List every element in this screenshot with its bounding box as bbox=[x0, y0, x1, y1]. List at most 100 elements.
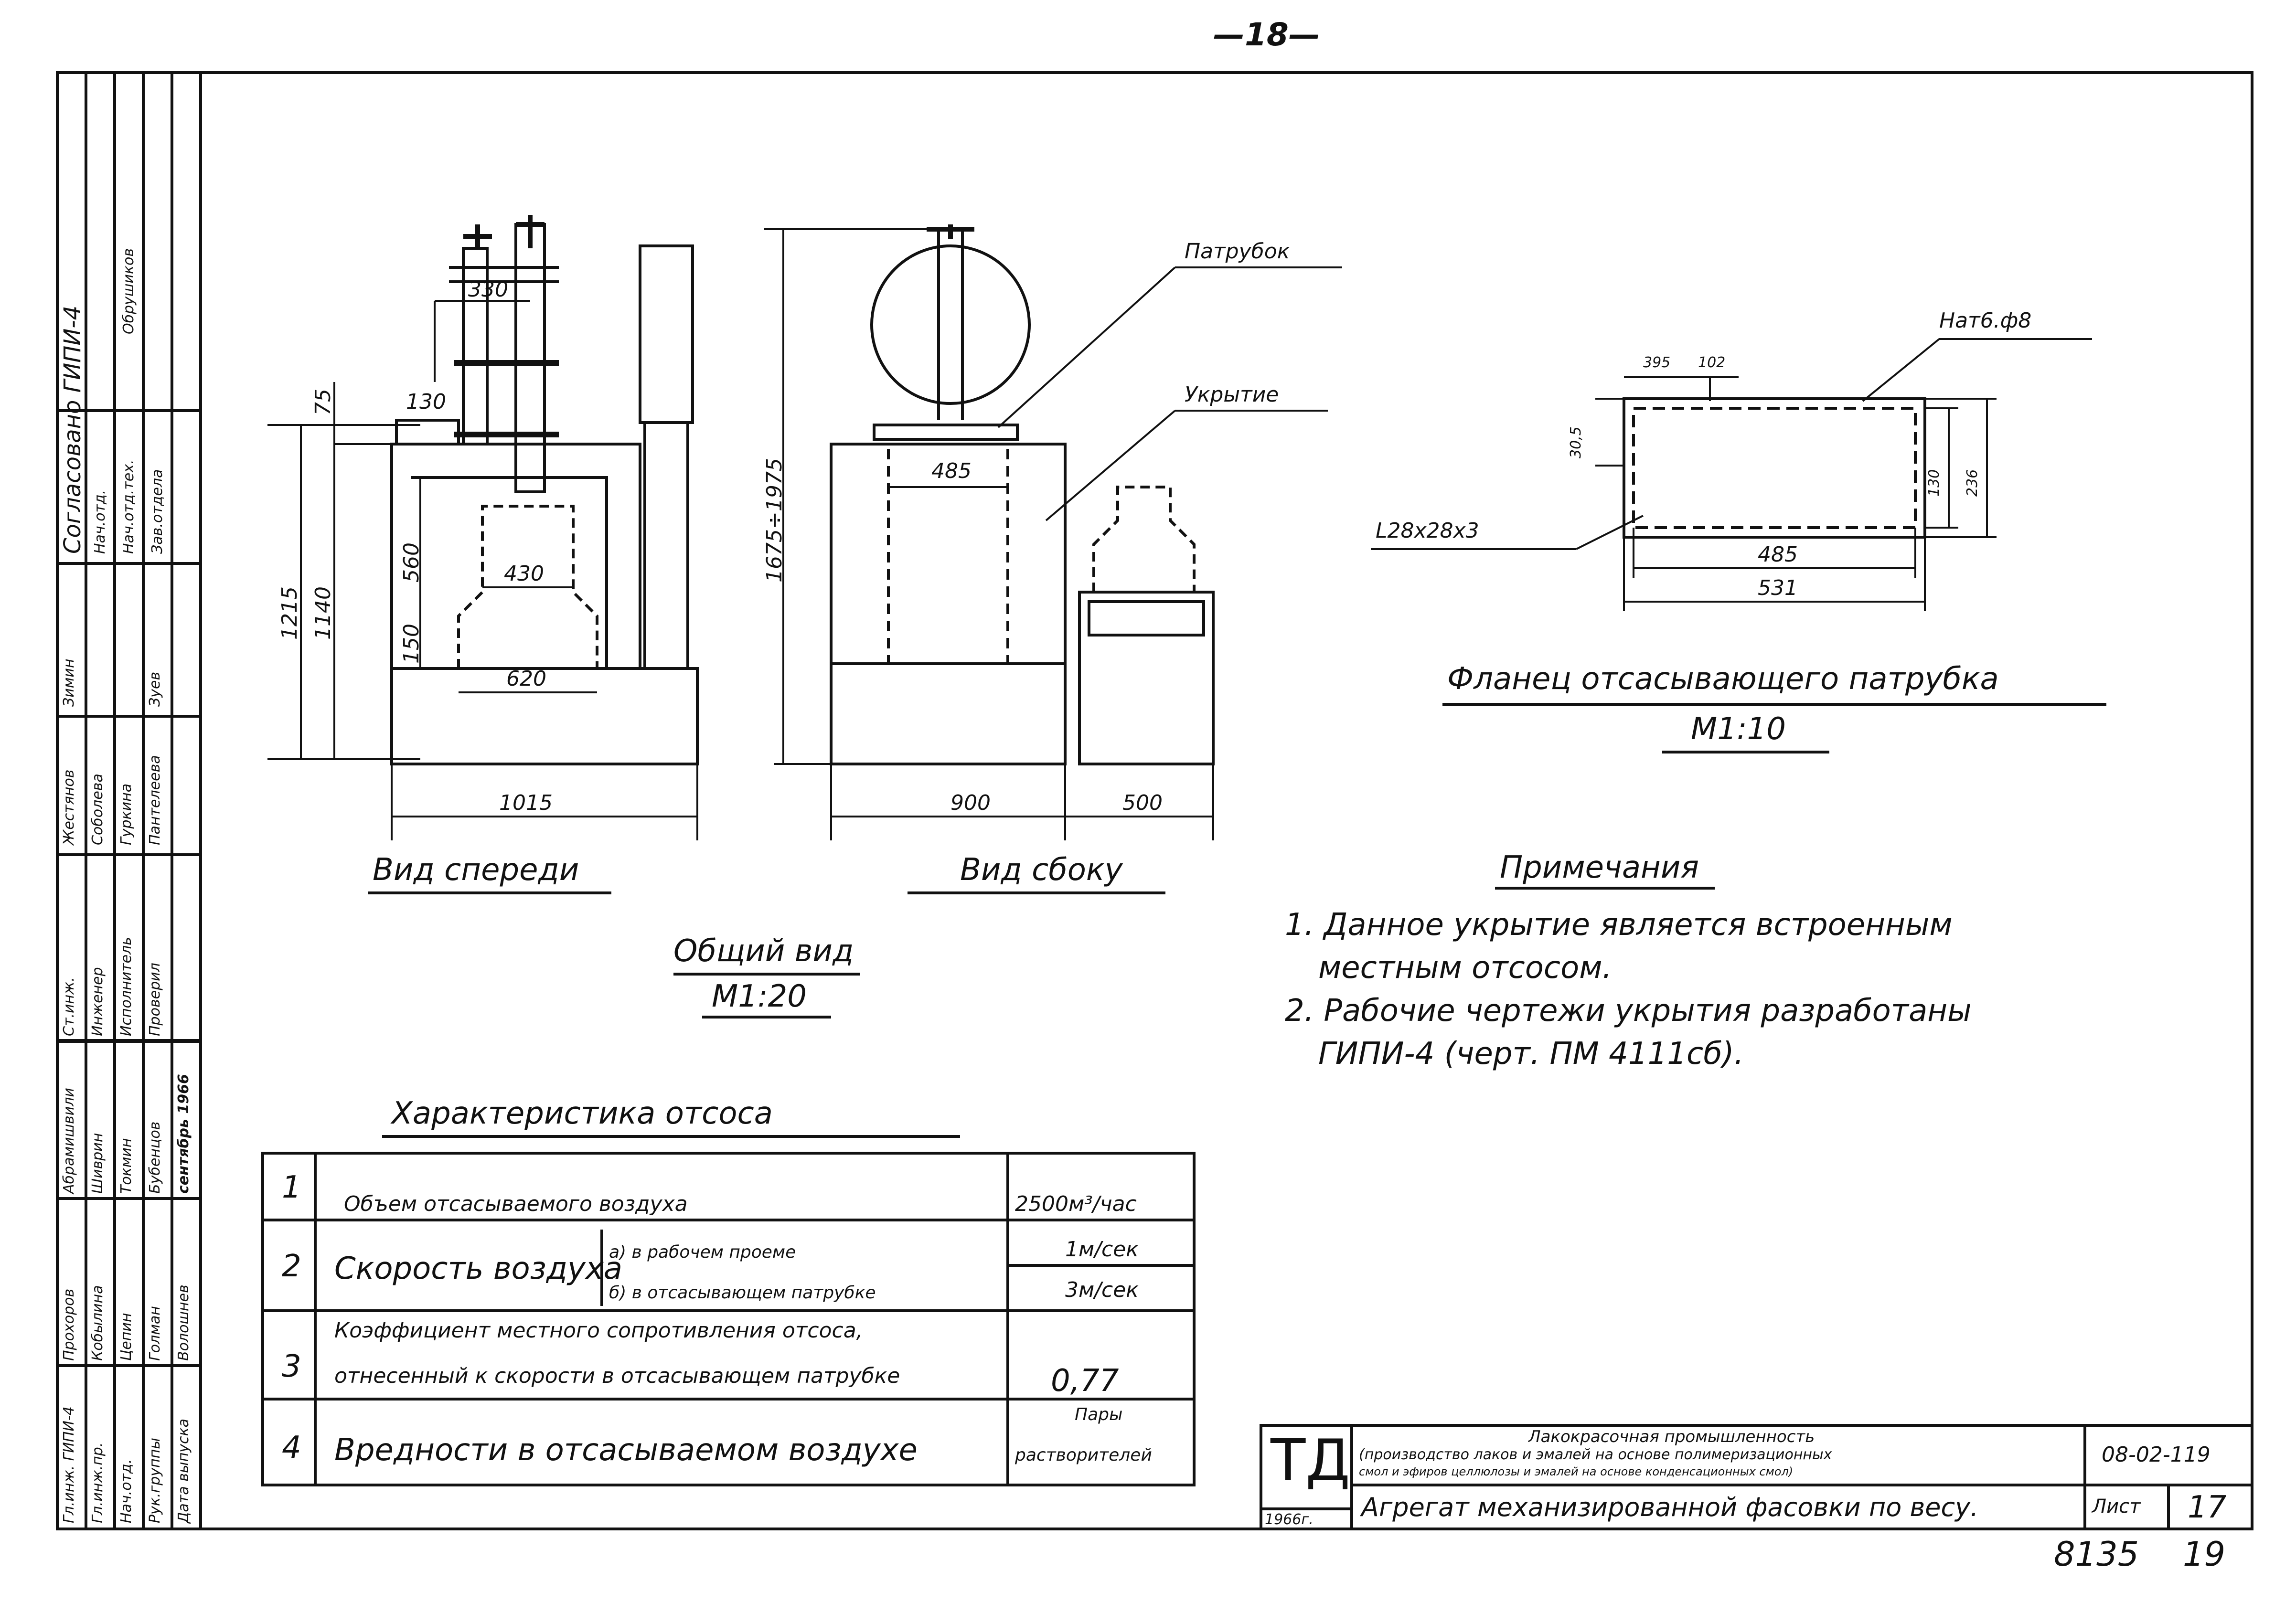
sidebar-name-8: Волошнев bbox=[175, 1284, 192, 1361]
flange-dim-531: 531 bbox=[1758, 576, 1798, 600]
char-row-1-name: Объем отсасываемого воздуха bbox=[344, 1192, 688, 1216]
sidebar-frame bbox=[56, 71, 202, 1530]
footer-page-index: 19 bbox=[2183, 1535, 2226, 1574]
title-block-logo: ТД bbox=[1271, 1428, 1351, 1494]
sidebar-name-0: Жестянов bbox=[61, 769, 77, 845]
title-block-doc-code: 08-02-119 bbox=[2102, 1443, 2211, 1467]
sidebar-line-2: Обрушиков bbox=[120, 248, 137, 334]
title-block-title: Агрегат механизированной фасовки по весу… bbox=[1361, 1492, 1979, 1522]
general-view-scale: М1:20 bbox=[712, 979, 807, 1014]
sidebar-line-0: Нач.отд. bbox=[92, 489, 108, 554]
side-view-caption: Вид сбоку bbox=[960, 852, 1123, 888]
side-dim-height: 1675÷1975 bbox=[762, 458, 787, 583]
front-dim-1140: 1140 bbox=[311, 586, 335, 640]
side-label-cover: Укрытие bbox=[1185, 382, 1279, 407]
flange-scale: М1:10 bbox=[1691, 711, 1786, 747]
front-dim-430: 430 bbox=[504, 562, 544, 586]
side-dim-900: 900 bbox=[950, 791, 991, 815]
sidebar-role-8: Дата выпуска bbox=[175, 1419, 192, 1523]
front-dim-330: 330 bbox=[468, 277, 508, 302]
flange-dim-485: 485 bbox=[1758, 542, 1798, 567]
flange-dim-130: 130 bbox=[1926, 469, 1943, 497]
sidebar-line-3: Зав.отдела bbox=[149, 469, 166, 554]
sidebar-signature-2: Бубенцов bbox=[147, 1121, 163, 1194]
note-line-0: 1. Данное укрытие является встроенным bbox=[1285, 907, 1953, 943]
char-row-4-value-b: растворителей bbox=[1015, 1445, 1152, 1465]
char-row-2-name: Скорость воздуха bbox=[334, 1251, 622, 1286]
sidebar-release-date: сентябрь 1966 bbox=[175, 1074, 192, 1194]
char-row-4-name: Вредности в отсасываемом воздухе bbox=[334, 1432, 918, 1468]
sidebar-role-7: Рук.группы bbox=[147, 1438, 163, 1523]
char-row-4-num: 4 bbox=[282, 1430, 301, 1465]
sidebar-name-4: Прохоров bbox=[61, 1288, 77, 1361]
front-dim-620: 620 bbox=[506, 667, 546, 691]
note-line-1: местным отсосом. bbox=[1318, 950, 1612, 986]
title-block-sheet-label: Лист bbox=[2092, 1496, 2141, 1517]
title-block-industry-2: (производство лаков и эмалей на основе п… bbox=[1359, 1446, 1832, 1463]
flange-drawing bbox=[1371, 338, 2092, 611]
char-row-2-value-b: 3м/сек bbox=[1065, 1278, 1139, 1302]
sidebar-role-6: Гл.инж.пр. bbox=[89, 1442, 106, 1523]
flange-dim-236: 236 bbox=[1964, 469, 1981, 497]
char-row-3-value: 0,77 bbox=[1051, 1363, 1119, 1399]
sidebar-name-10: Токмин bbox=[118, 1138, 135, 1194]
characteristics-title: Характеристика отсоса bbox=[392, 1096, 773, 1131]
front-dim-1015: 1015 bbox=[499, 791, 553, 815]
front-dim-130: 130 bbox=[406, 390, 446, 414]
sidebar-signature-1: Шиврин bbox=[89, 1133, 106, 1194]
title-block-grid bbox=[1260, 1424, 2253, 1530]
flange-dim-395: 395 bbox=[1643, 354, 1671, 371]
sidebar-role-5: Нач.отд. bbox=[118, 1459, 135, 1523]
sidebar-name-5: Кобылина bbox=[89, 1285, 106, 1361]
front-dim-560: 560 bbox=[399, 542, 424, 583]
char-row-2-sub-b: б) в отсасывающем патрубке bbox=[609, 1283, 876, 1303]
flange-title: Фланец отсасывающего патрубка bbox=[1447, 661, 1999, 697]
char-row-1-value: 2500м³/час bbox=[1015, 1192, 1137, 1216]
front-view-drawing bbox=[267, 215, 699, 840]
general-view-title: Общий вид bbox=[673, 934, 854, 969]
sidebar-role-0: Гл.инж. ГИПИ-4 bbox=[61, 1406, 77, 1523]
char-row-3-name2: отнесенный к скорости в отсасывающем пат… bbox=[334, 1364, 900, 1388]
notes-title: Примечания bbox=[1500, 850, 1699, 885]
front-view-caption: Вид спереди bbox=[373, 852, 579, 888]
side-view-drawing bbox=[764, 224, 1342, 840]
footer-archive-number: 8135 bbox=[2054, 1535, 2139, 1574]
char-row-2-num: 2 bbox=[282, 1249, 301, 1284]
sidebar-name-7: Голман bbox=[147, 1306, 163, 1361]
front-dim-75: 75 bbox=[311, 389, 335, 415]
char-row-4-value-a: Пары bbox=[1075, 1405, 1123, 1424]
sidebar-name-9: Зимин bbox=[61, 658, 77, 707]
page-number: —18— bbox=[1213, 16, 1320, 53]
sidebar-name-1: Соболева bbox=[89, 774, 106, 845]
side-dim-500: 500 bbox=[1122, 791, 1163, 815]
sidebar-role-2: Инженер bbox=[89, 967, 106, 1036]
char-row-3-num: 3 bbox=[282, 1349, 301, 1384]
char-row-1-num: 1 bbox=[282, 1170, 301, 1205]
sidebar-name-3: Пантелеева bbox=[147, 755, 163, 845]
flange-angle-label: L28x28x3 bbox=[1376, 519, 1479, 543]
sidebar-signature-0: Абрамишвили bbox=[61, 1088, 77, 1194]
note-line-3: ГИПИ-4 (черт. ПМ 4111сб). bbox=[1318, 1036, 1744, 1072]
sidebar-role-3: Исполнитель bbox=[118, 937, 135, 1036]
side-dim-485: 485 bbox=[931, 459, 972, 483]
characteristics-table-grid bbox=[261, 1152, 1196, 1486]
sidebar-role-4: Проверил bbox=[147, 963, 163, 1036]
sidebar-name-2: Гуркина bbox=[118, 783, 135, 845]
sidebar-line-1: Нач.отд.тех. bbox=[120, 459, 137, 554]
char-row-2-value-a: 1м/сек bbox=[1065, 1237, 1139, 1262]
sidebar-agreed-header: Согласовано ГИПИ-4 bbox=[59, 305, 86, 554]
side-label-branch: Патрубок bbox=[1185, 239, 1290, 264]
char-row-2-sub-a: а) в рабочем проеме bbox=[609, 1242, 796, 1262]
note-line-2: 2. Рабочие чертежи укрытия разработаны bbox=[1285, 993, 1972, 1029]
front-dim-1215: 1215 bbox=[278, 586, 302, 640]
flange-dim-102: 102 bbox=[1698, 354, 1726, 371]
char-row-3-name: Коэффициент местного сопротивления отсос… bbox=[334, 1318, 863, 1343]
flange-dim-30-5: 30,5 bbox=[1568, 426, 1584, 458]
sidebar-name-6: Цепин bbox=[118, 1313, 135, 1361]
title-block-industry-3: смол и эфиров целлюлозы и эмалей на осно… bbox=[1359, 1465, 1794, 1478]
flange-stud-dim: Нат6.ф8 bbox=[1939, 308, 2032, 333]
title-block-year: 1966г. bbox=[1265, 1511, 1314, 1528]
title-block-industry-1: Лакокрасочная промышленность bbox=[1528, 1427, 1815, 1446]
